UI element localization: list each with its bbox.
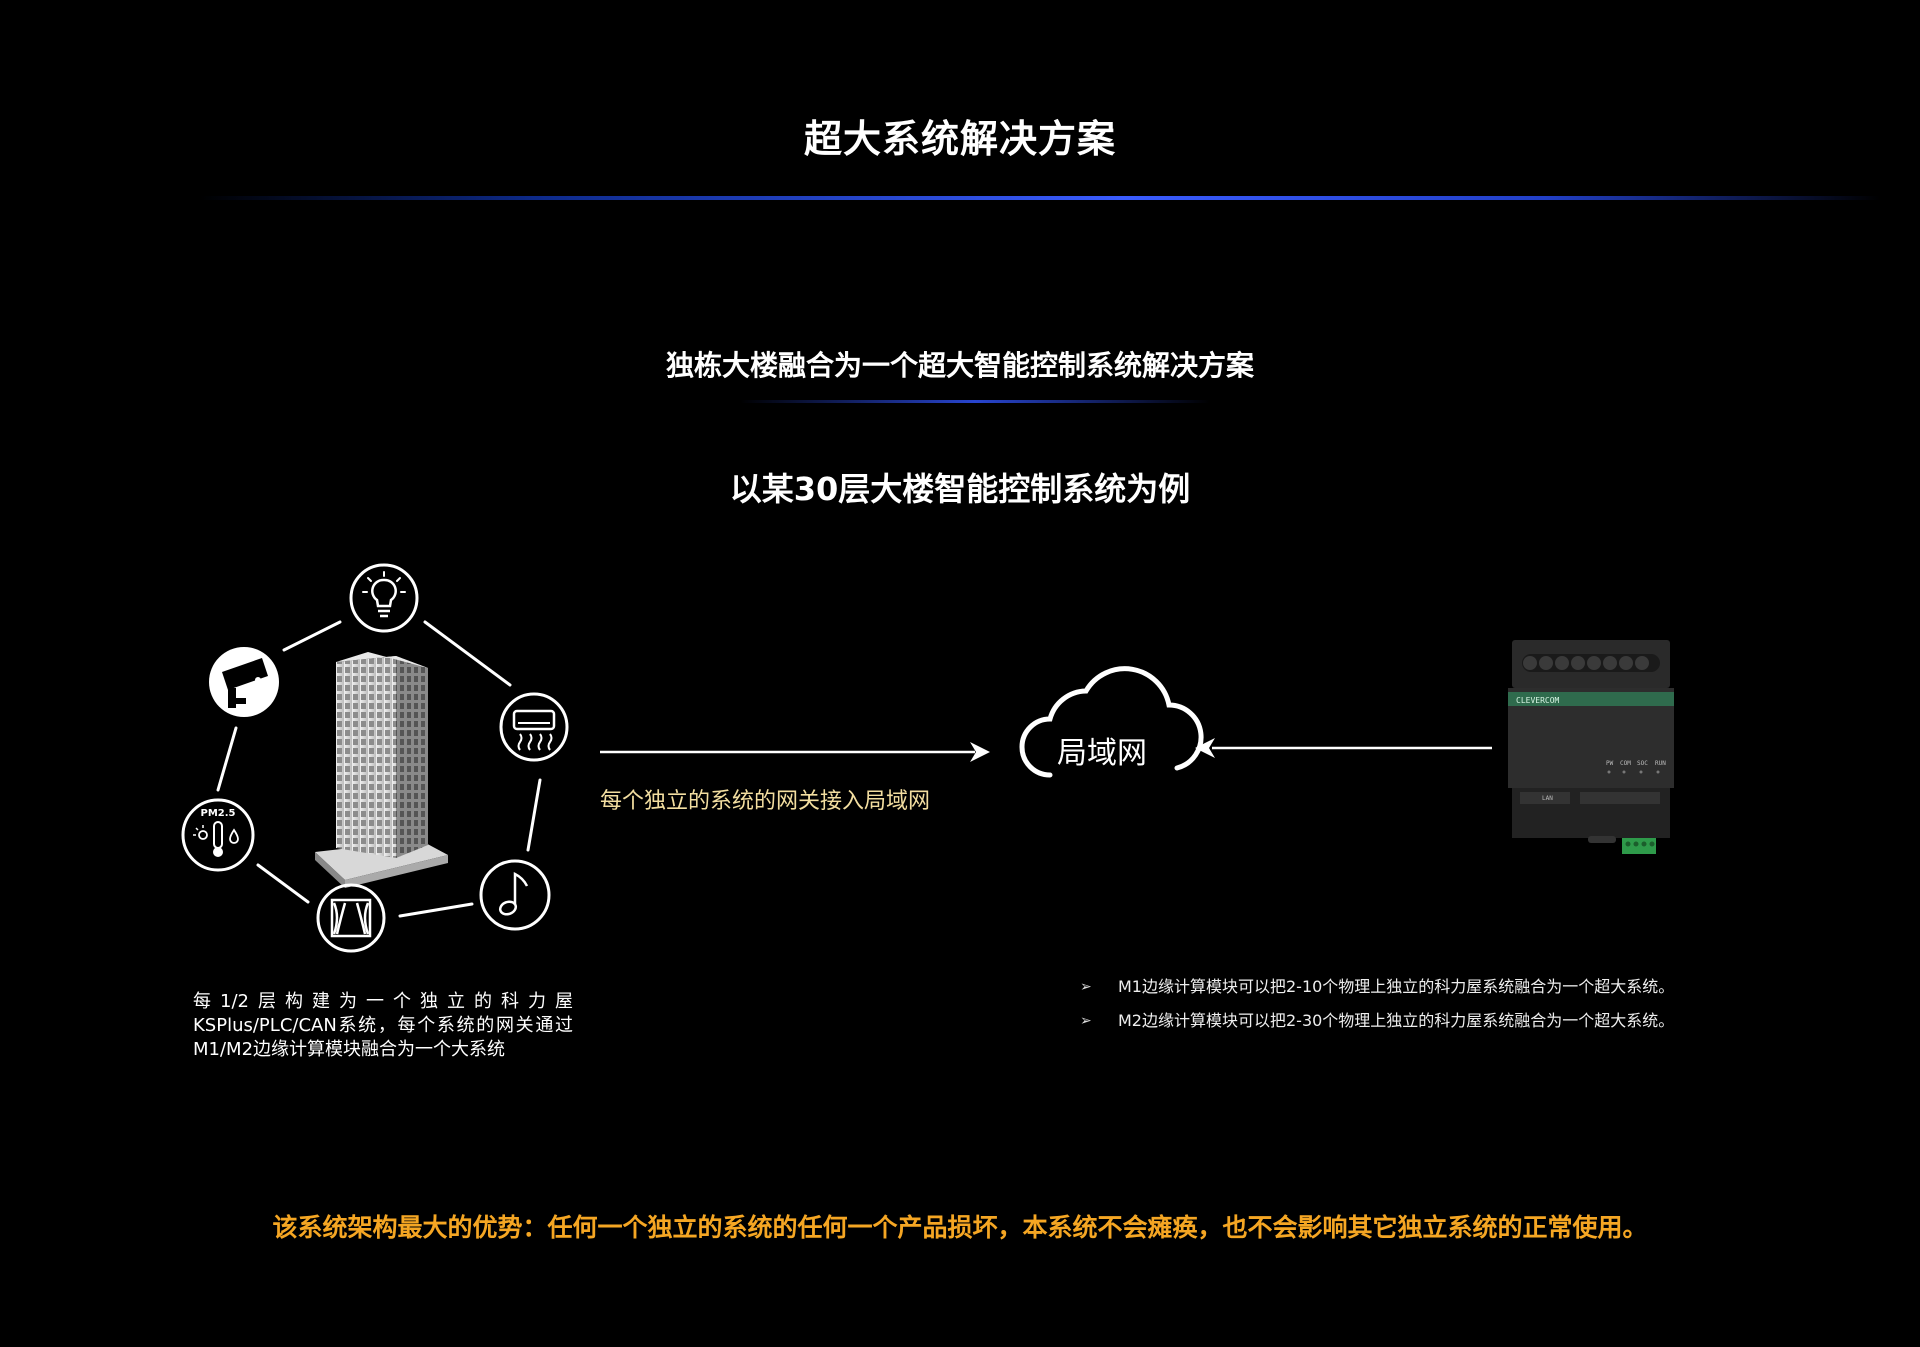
- bullet-m2: ➢ M2边缘计算模块可以把2-30个物理上独立的科力屋系统融合为一个超大系统。: [1080, 1004, 1800, 1038]
- module-brand: CLEVERCOM: [1516, 696, 1560, 705]
- building-illustration: [315, 652, 448, 888]
- page-title: 超大系统解决方案: [803, 117, 1116, 161]
- device-links: [216, 620, 542, 918]
- left-description: 每1/2层构建为一个独立的科力屋KSPlus/PLC/CAN系统，每个系统的网关…: [193, 991, 573, 1060]
- gateway-arrow: [600, 742, 990, 762]
- gateway-caption: 每个独立的系统的网关接入局域网: [600, 789, 931, 814]
- module-lan-label: LAN: [1542, 795, 1553, 802]
- bullet-m1: ➢ M1边缘计算模块可以把2-10个物理上独立的科力屋系统融合为一个超大系统。: [1080, 970, 1800, 1004]
- subtitle: 独栋大楼融合为一个超大智能控制系统解决方案: [665, 349, 1254, 382]
- example-title: 以某30层大楼智能控制系统为例: [729, 470, 1191, 508]
- cloud-icon: [1019, 666, 1204, 778]
- module-bullets: ➢ M1边缘计算模块可以把2-10个物理上独立的科力屋系统融合为一个超大系统。 …: [1080, 970, 1800, 1038]
- module-arrow: [1195, 738, 1492, 758]
- port-label-com: COM: [1620, 760, 1631, 767]
- port-label-pw: PW: [1606, 760, 1614, 767]
- port-label-soc: SOC: [1637, 760, 1648, 767]
- cctv-camera-icon: [209, 647, 279, 717]
- cloud-label: 局域网: [1057, 736, 1147, 771]
- advantage-statement: 该系统架构最大的优势：任何一个独立的系统的任何一个产品损坏，本系统不会瘫痪，也不…: [272, 1213, 1648, 1242]
- pm25-sensor-icon: PM2.5: [181, 798, 255, 872]
- edge-computing-module: CLEVERCOM PW COM SOC RUN LAN: [1508, 640, 1674, 854]
- bullet-arrow-icon: ➢: [1080, 979, 1092, 995]
- air-conditioner-icon: [499, 692, 569, 762]
- music-note-icon: [479, 859, 551, 931]
- bullet-text: M2边缘计算模块可以把2-30个物理上独立的科力屋系统融合为一个超大系统。: [1118, 1011, 1675, 1030]
- bullet-text: M1边缘计算模块可以把2-10个物理上独立的科力屋系统融合为一个超大系统。: [1118, 977, 1675, 996]
- bullet-arrow-icon: ➢: [1080, 1013, 1092, 1029]
- title-divider: [200, 196, 1880, 200]
- port-label-run: RUN: [1655, 760, 1666, 767]
- curtain-icon: [316, 883, 386, 953]
- lightbulb-icon: [349, 563, 419, 633]
- pm25-label: PM2.5: [201, 808, 236, 819]
- subtitle-divider: [740, 400, 1210, 403]
